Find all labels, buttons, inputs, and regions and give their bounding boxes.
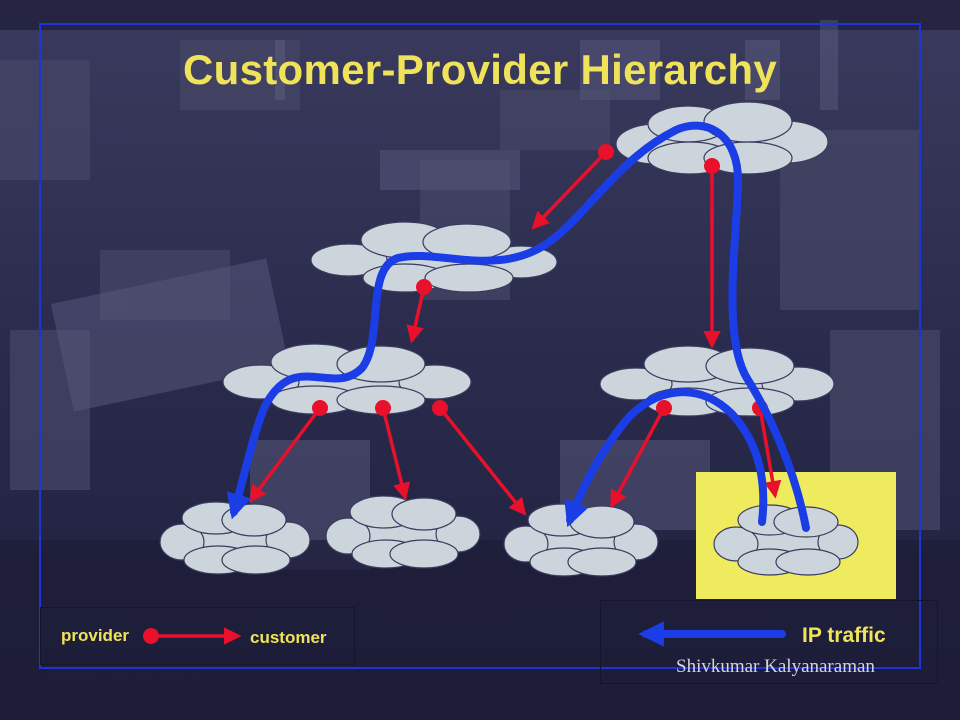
ip-traffic-path-long: [226, 121, 810, 532]
slide-frame: [39, 23, 921, 669]
legend-provider-box: [40, 607, 355, 665]
provider-dot-left-3: [432, 400, 448, 416]
cloud-b4: [713, 504, 859, 576]
provider-dot-left-1: [312, 400, 328, 416]
cloud-b3: [503, 503, 659, 577]
institution-name: Rensselaer Polytechnic Institute: [46, 668, 200, 682]
ip-traffic-path-short: [564, 388, 768, 528]
legend-provider-customer-arrow: [143, 627, 242, 645]
author-name: Shivkumar Kalyanaraman: [676, 656, 875, 677]
provider-arrow-top-mid: [531, 150, 608, 230]
provider-arrow-left-b1: [248, 406, 322, 503]
provider-dot-mid: [416, 279, 432, 295]
provider-arrow-right-b3: [610, 406, 666, 509]
provider-arrow-right-b4: [758, 406, 782, 499]
legend-provider-label: provider: [61, 626, 130, 645]
cloud-b2: [325, 495, 481, 569]
provider-dot-left-2: [375, 400, 391, 416]
legend-traffic-box: [600, 600, 938, 684]
page-title: Customer-Provider Hierarchy: [183, 46, 777, 93]
legend-customer-label: customer: [250, 628, 327, 647]
provider-arrow-left-b3: [438, 406, 527, 516]
cloud-right: [599, 345, 835, 417]
provider-dot-right-1: [656, 400, 672, 416]
legend-traffic-label: IP traffic: [802, 624, 886, 647]
page-number: 23: [466, 695, 487, 715]
provider-arrow-mid-left: [406, 285, 426, 344]
provider-dot-top-1: [598, 144, 614, 160]
provider-dot-top-2: [704, 158, 720, 174]
provider-arrow-left-b2: [381, 406, 411, 501]
